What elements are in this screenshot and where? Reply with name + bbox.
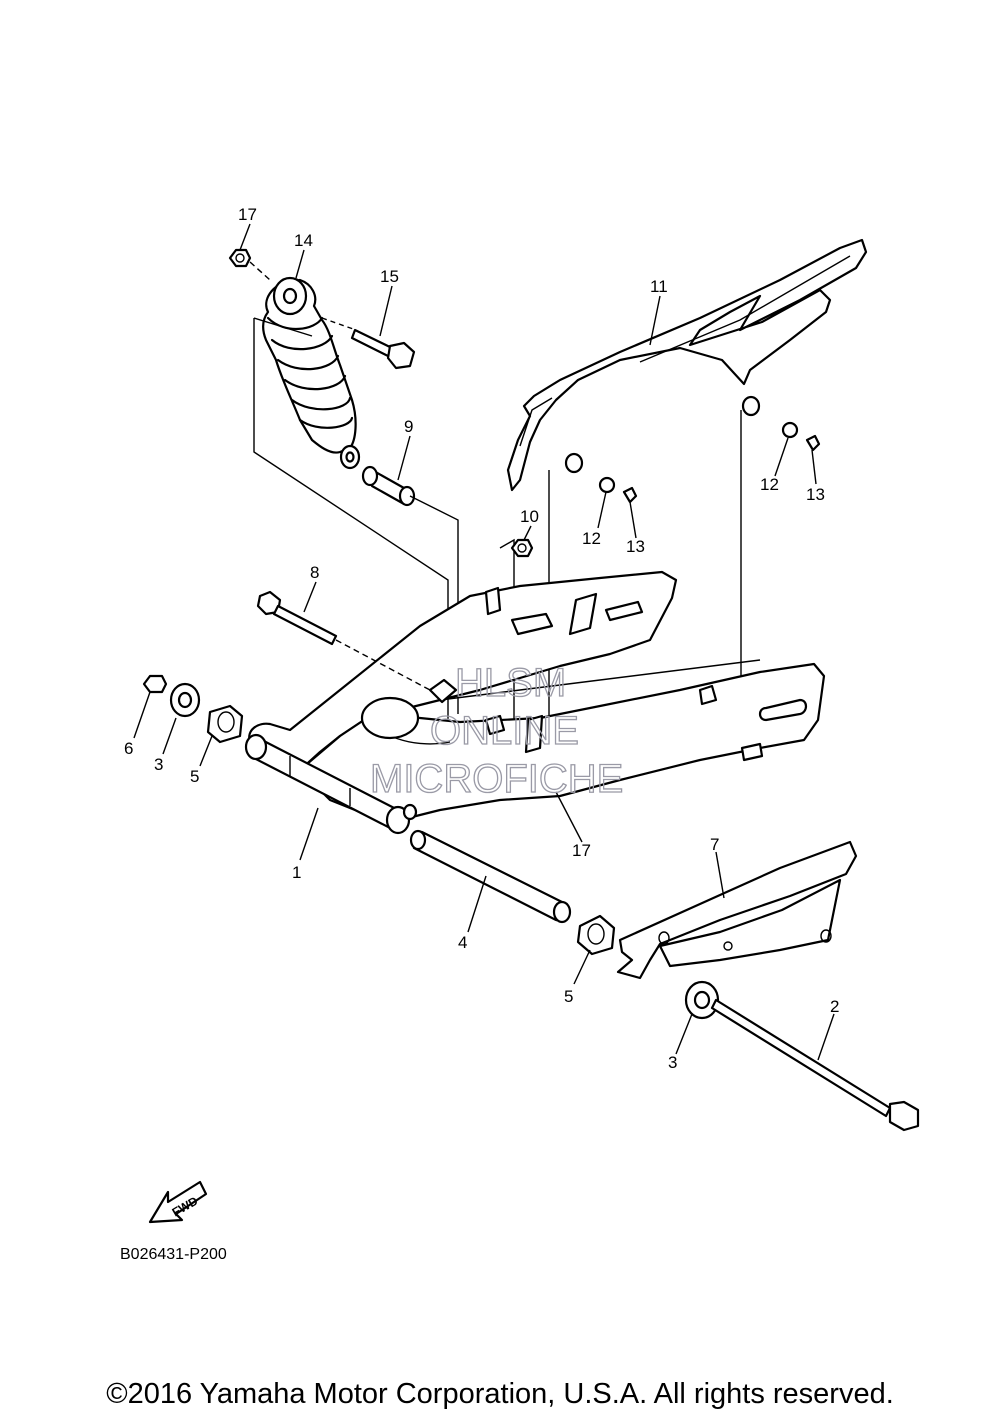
callout-1: 1 — [292, 863, 301, 882]
callout-12a: 12 — [760, 475, 779, 494]
fwd-arrow-icon: FWD — [148, 1180, 208, 1224]
bolt-15 — [321, 317, 416, 370]
rear-shock-absorber — [262, 276, 361, 470]
callout-15: 15 — [380, 267, 399, 286]
callout-13a: 13 — [806, 485, 825, 504]
diagram-reference-code: B026431-P200 — [120, 1246, 227, 1263]
watermark-line-3: MICROFICHE — [370, 757, 623, 801]
callout-2: 2 — [830, 997, 839, 1016]
right-pivot-parts — [576, 914, 720, 1020]
watermark: HLSM ONLINE MICROFICHE — [369, 660, 624, 801]
chain-guard-fasteners — [598, 421, 821, 504]
nut-16 — [228, 248, 271, 281]
callout-6: 6 — [124, 739, 133, 758]
watermark-line-1: HLSM — [455, 661, 566, 705]
callout-13b: 13 — [626, 537, 645, 556]
callout-10: 10 — [520, 507, 539, 526]
callout-17: 17 — [572, 841, 591, 860]
callout-5b: 5 — [564, 987, 573, 1006]
callout-3a: 3 — [154, 755, 163, 774]
callout-labels: 17 14 15 11 9 12 13 10 12 13 8 6 3 5 17 … — [124, 205, 839, 1072]
nut-10 — [510, 538, 534, 558]
chain-support — [616, 840, 858, 980]
callout-9: 9 — [404, 417, 413, 436]
callout-5a: 5 — [190, 767, 199, 786]
callout-16: 17 — [238, 205, 257, 224]
pivot-shaft — [409, 829, 572, 924]
left-pivot-parts — [142, 674, 244, 744]
watermark-line-2: ONLINE — [430, 709, 579, 753]
bolt-2 — [710, 998, 920, 1132]
collar-9 — [361, 465, 416, 507]
callout-4: 4 — [458, 933, 467, 952]
copyright-notice: ©2016 Yamaha Motor Corporation, U.S.A. A… — [106, 1378, 894, 1410]
callout-8: 8 — [310, 563, 319, 582]
leader-lines — [133, 223, 835, 1061]
pivot-tube — [244, 733, 418, 835]
callout-11: 11 — [650, 277, 668, 296]
callout-14: 14 — [294, 231, 313, 250]
callout-12b: 12 — [582, 529, 601, 548]
chain-guard — [506, 238, 868, 492]
rear-arm — [248, 570, 826, 822]
callout-7: 7 — [710, 835, 719, 854]
callout-3b: 3 — [668, 1053, 677, 1072]
bolt-8 — [256, 590, 431, 691]
